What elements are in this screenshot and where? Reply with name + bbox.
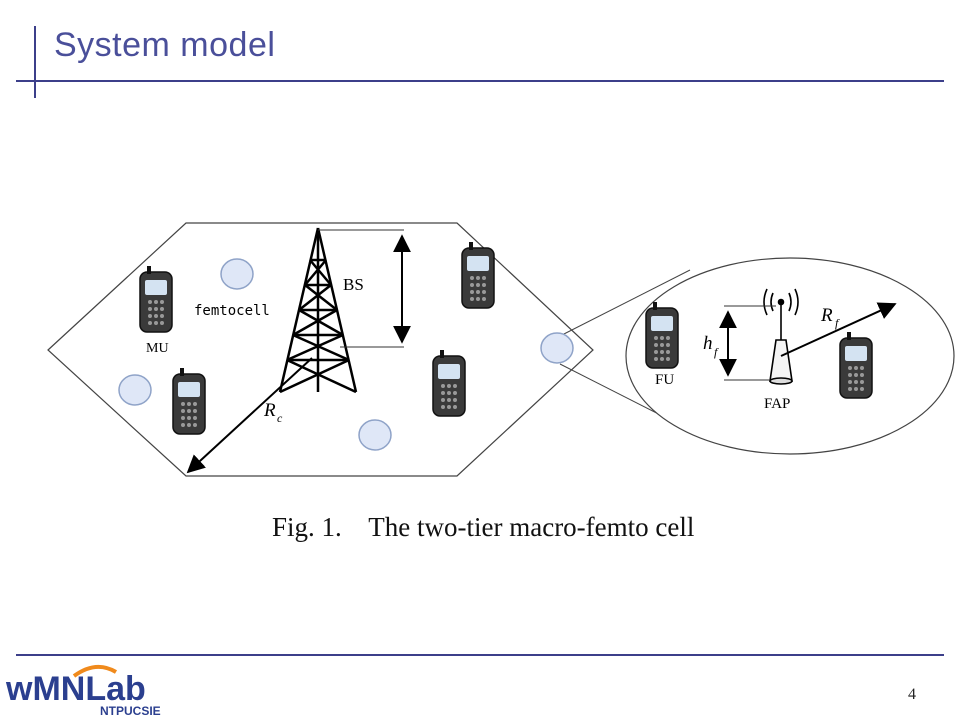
bs-tower-icon bbox=[278, 227, 358, 394]
fap-label: FAP bbox=[764, 396, 790, 412]
femtocell-circle bbox=[118, 374, 152, 406]
rf-radius-arrow bbox=[780, 302, 897, 357]
rf-label: R bbox=[820, 305, 833, 326]
hf-subscript: f bbox=[714, 345, 719, 359]
mobile-phone-icon bbox=[139, 265, 173, 333]
logo-subtext: NTPUCSIE bbox=[100, 704, 161, 718]
bs-label: BS bbox=[343, 275, 364, 294]
logo-swoosh bbox=[72, 664, 118, 678]
slide-title: System model bbox=[54, 26, 276, 64]
rc-label: R bbox=[263, 400, 276, 421]
fap-icon bbox=[763, 288, 799, 385]
femtocell-circle bbox=[540, 332, 574, 364]
figure-caption: Fig. 1. The two-tier macro-femto cell bbox=[272, 512, 695, 542]
zoom-line-top bbox=[559, 269, 691, 337]
femtocell-zoom-ellipse bbox=[625, 257, 955, 455]
femtocell-circle bbox=[220, 258, 254, 290]
mu-label: MU bbox=[146, 341, 169, 356]
rf-subscript: f bbox=[835, 316, 840, 330]
rc-radius-arrow bbox=[186, 357, 313, 474]
femtocell-circle bbox=[358, 419, 392, 451]
footer-rule bbox=[16, 654, 944, 656]
femtocell-label: femtocell bbox=[194, 303, 270, 319]
wmnlab-logo: wMNLab NTPUCSIE bbox=[5, 664, 161, 718]
mobile-phone-icon bbox=[432, 349, 466, 417]
title-accent-bar bbox=[34, 26, 36, 98]
rc-subscript: c bbox=[277, 411, 283, 425]
page-number: 4 bbox=[908, 686, 916, 703]
mobile-phone-icon bbox=[461, 241, 495, 309]
fu-label: FU bbox=[655, 372, 674, 388]
femto-user-phone-icon bbox=[645, 301, 679, 369]
mobile-phone-icon bbox=[172, 367, 206, 435]
macrocell-hexagon bbox=[47, 222, 594, 477]
mobile-phone-icon bbox=[839, 331, 873, 399]
hf-label: h bbox=[703, 333, 713, 354]
title-rule bbox=[16, 80, 944, 82]
